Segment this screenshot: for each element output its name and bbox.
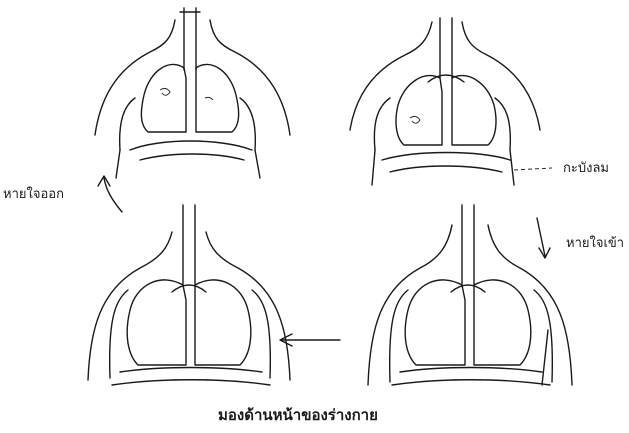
diaphragm-label: กะบังลม [563, 162, 609, 175]
arrow-inhale [537, 218, 550, 258]
caption: มองด้านหน้าของร่างกาย [218, 408, 378, 423]
figure-top-left [95, 8, 290, 178]
exhale-label: หายใจออก [3, 188, 64, 201]
figure-bottom-left [88, 205, 290, 385]
inhale-label: หายใจเข้า [566, 237, 624, 250]
figure-bottom-right [368, 205, 572, 385]
arrow-bottom-middle [280, 334, 340, 346]
arrow-exhale [98, 176, 122, 212]
figure-top-right [350, 18, 552, 185]
